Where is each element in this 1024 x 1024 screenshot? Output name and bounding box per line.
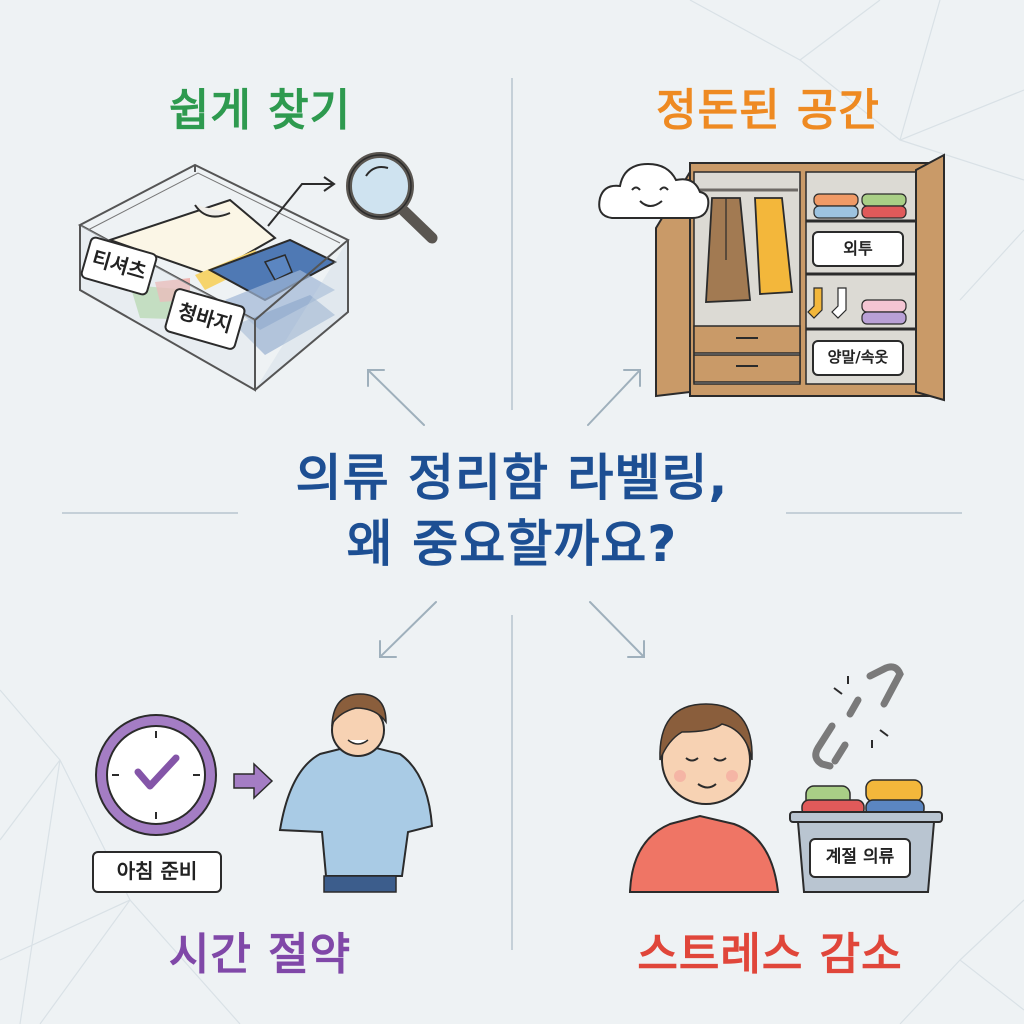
heading-organized-space: 정돈된 공간 bbox=[656, 85, 880, 136]
label-socks-underwear: 양말/속옷 bbox=[812, 340, 904, 376]
arrow-right-icon bbox=[233, 762, 274, 800]
storage-box-icon bbox=[77, 163, 350, 392]
heading-easy-find: 쉽게 찾기 bbox=[168, 85, 352, 136]
magnifier-icon bbox=[346, 152, 438, 244]
broken-chain-icon bbox=[812, 663, 904, 770]
main-title: 의류 정리함 라벨링, 왜 중요할까요? bbox=[212, 445, 812, 577]
label-seasonal-clothes: 계절 의류 bbox=[809, 838, 911, 878]
main-title-line1: 의류 정리함 라벨링, bbox=[295, 449, 729, 507]
heading-stress-reduction: 스트레스 감소 bbox=[637, 929, 903, 980]
label-outerwear: 외투 bbox=[812, 231, 904, 267]
heading-time-saving: 시간 절약 bbox=[168, 929, 352, 980]
clock-check-icon bbox=[95, 714, 217, 836]
smiling-cloud-icon bbox=[598, 162, 710, 219]
arrow-to-magnifier-icon bbox=[267, 176, 336, 227]
label-morning-prep: 아침 준비 bbox=[92, 851, 222, 893]
main-title-line2: 왜 중요할까요? bbox=[346, 515, 678, 573]
relaxed-person-icon bbox=[628, 703, 780, 893]
person-dressing-icon bbox=[278, 693, 434, 893]
